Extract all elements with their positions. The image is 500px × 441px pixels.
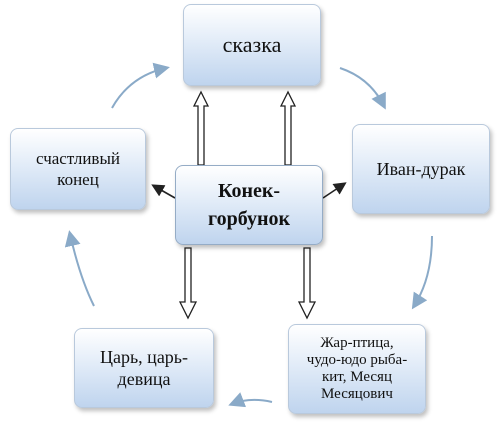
cycle-arrow-bottom-right-to-bottom-left bbox=[228, 392, 273, 408]
cycle-arrow-bottom-left-to-left bbox=[64, 230, 95, 307]
cycle-arrow-left-to-top bbox=[111, 62, 170, 109]
block-arrow-up-left bbox=[192, 90, 210, 166]
node-zhar-ptitsa: Жар-птица, чудо-юдо рыба- кит, Месяц Мес… bbox=[288, 324, 426, 414]
cycle-arrow-top-to-right bbox=[339, 67, 386, 110]
node-tsar-tsar-devitsa: Царь, царь- девица bbox=[74, 328, 214, 408]
node-konek-gorbunok: Конек- горбунок bbox=[175, 165, 323, 245]
node-ivan-durak: Иван-дурак bbox=[352, 124, 490, 214]
block-arrow-down-right bbox=[297, 247, 317, 320]
block-arrow-up-right bbox=[279, 90, 297, 166]
arrow-center-to-right bbox=[322, 182, 347, 199]
node-skazka: сказка bbox=[183, 4, 321, 86]
node-happy-ending: счастливый конец bbox=[10, 128, 146, 210]
cycle-arrow-right-to-bottom-right bbox=[411, 235, 433, 310]
block-arrow-down-left bbox=[178, 247, 198, 320]
arrow-center-to-left bbox=[151, 184, 176, 199]
